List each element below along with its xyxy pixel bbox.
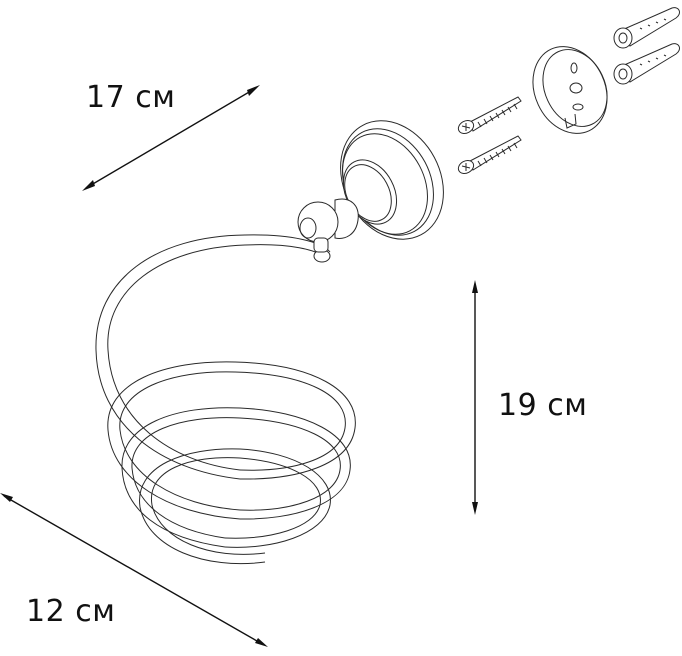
wall-flange xyxy=(340,120,444,240)
dimension-label-width: 17 см xyxy=(86,80,176,115)
dimension-label-height: 19 см xyxy=(498,388,588,423)
spiral-holder xyxy=(95,234,356,565)
wall-plug-bottom xyxy=(613,43,680,85)
dimension-line-width xyxy=(82,85,260,191)
dimension-label-depth: 12 см xyxy=(26,594,116,629)
ball-joint xyxy=(297,198,359,253)
dimension-line-height xyxy=(472,280,478,515)
screws xyxy=(457,96,522,174)
screw-bottom xyxy=(457,135,522,174)
mounting-plate xyxy=(532,46,608,134)
screw-top xyxy=(457,96,522,134)
wall-plugs xyxy=(613,7,680,85)
wall-plug-top xyxy=(613,7,680,49)
dimension-line-depth xyxy=(0,493,268,647)
